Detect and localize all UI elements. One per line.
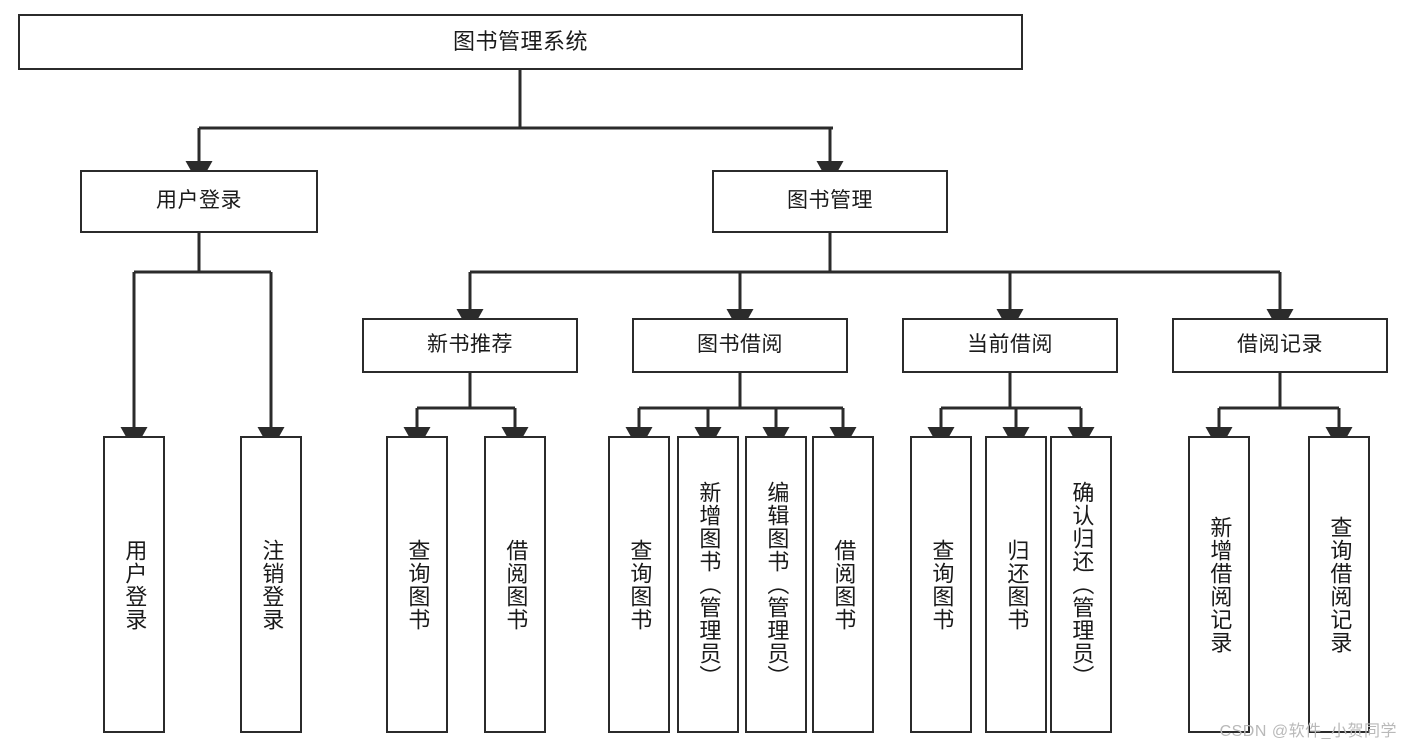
node-leaf-query-book-recommend[interactable]: 查询图书 xyxy=(386,436,448,733)
node-new-book-recommend[interactable]: 新书推荐 xyxy=(362,318,578,373)
node-leaf-query-borrow-record-label: 查询借阅记录 xyxy=(1327,515,1353,654)
watermark: CSDN @软件_小贺同学 xyxy=(1219,723,1397,740)
node-leaf-return-book-label: 归还图书 xyxy=(1004,538,1030,631)
node-leaf-add-book[interactable]: 新增图书（管理员） xyxy=(677,436,739,733)
node-book-manage-label: 图书管理 xyxy=(787,189,873,213)
node-user-login-label: 用户登录 xyxy=(156,189,242,213)
node-leaf-logout[interactable]: 注销登录 xyxy=(240,436,302,733)
node-leaf-user-login-label: 用户登录 xyxy=(122,538,148,631)
node-current-borrow[interactable]: 当前借阅 xyxy=(902,318,1118,373)
node-leaf-query-book-recommend-label: 查询图书 xyxy=(405,538,431,631)
node-book-borrow[interactable]: 图书借阅 xyxy=(632,318,848,373)
node-leaf-query-book-current-label: 查询图书 xyxy=(929,538,955,631)
node-borrow-record[interactable]: 借阅记录 xyxy=(1172,318,1388,373)
node-borrow-record-label: 借阅记录 xyxy=(1237,333,1323,357)
node-leaf-confirm-return-label: 确认归还（管理员） xyxy=(1069,481,1095,688)
node-leaf-borrow-book[interactable]: 借阅图书 xyxy=(812,436,874,733)
node-book-borrow-label: 图书借阅 xyxy=(697,333,783,357)
node-root-label: 图书管理系统 xyxy=(452,29,588,55)
node-leaf-borrow-book-recommend[interactable]: 借阅图书 xyxy=(484,436,546,733)
node-leaf-confirm-return[interactable]: 确认归还（管理员） xyxy=(1050,436,1112,733)
node-book-manage[interactable]: 图书管理 xyxy=(712,170,948,233)
node-leaf-edit-book-label: 编辑图书（管理员） xyxy=(764,481,790,688)
node-root[interactable]: 图书管理系统 xyxy=(18,14,1023,70)
node-leaf-query-book-borrow-label: 查询图书 xyxy=(627,538,653,631)
node-leaf-user-login[interactable]: 用户登录 xyxy=(103,436,165,733)
node-leaf-borrow-book-recommend-label: 借阅图书 xyxy=(503,538,529,631)
node-current-borrow-label: 当前借阅 xyxy=(967,333,1053,357)
node-user-login[interactable]: 用户登录 xyxy=(80,170,318,233)
node-leaf-add-borrow-record[interactable]: 新增借阅记录 xyxy=(1188,436,1250,733)
node-leaf-query-borrow-record[interactable]: 查询借阅记录 xyxy=(1308,436,1370,733)
node-leaf-return-book[interactable]: 归还图书 xyxy=(985,436,1047,733)
node-leaf-borrow-book-label: 借阅图书 xyxy=(831,538,857,631)
node-leaf-query-book-borrow[interactable]: 查询图书 xyxy=(608,436,670,733)
node-leaf-query-book-current[interactable]: 查询图书 xyxy=(910,436,972,733)
node-new-book-recommend-label: 新书推荐 xyxy=(427,333,513,357)
node-leaf-add-borrow-record-label: 新增借阅记录 xyxy=(1207,515,1233,654)
node-leaf-edit-book[interactable]: 编辑图书（管理员） xyxy=(745,436,807,733)
node-leaf-add-book-label: 新增图书（管理员） xyxy=(696,481,722,688)
node-leaf-logout-label: 注销登录 xyxy=(259,538,285,631)
